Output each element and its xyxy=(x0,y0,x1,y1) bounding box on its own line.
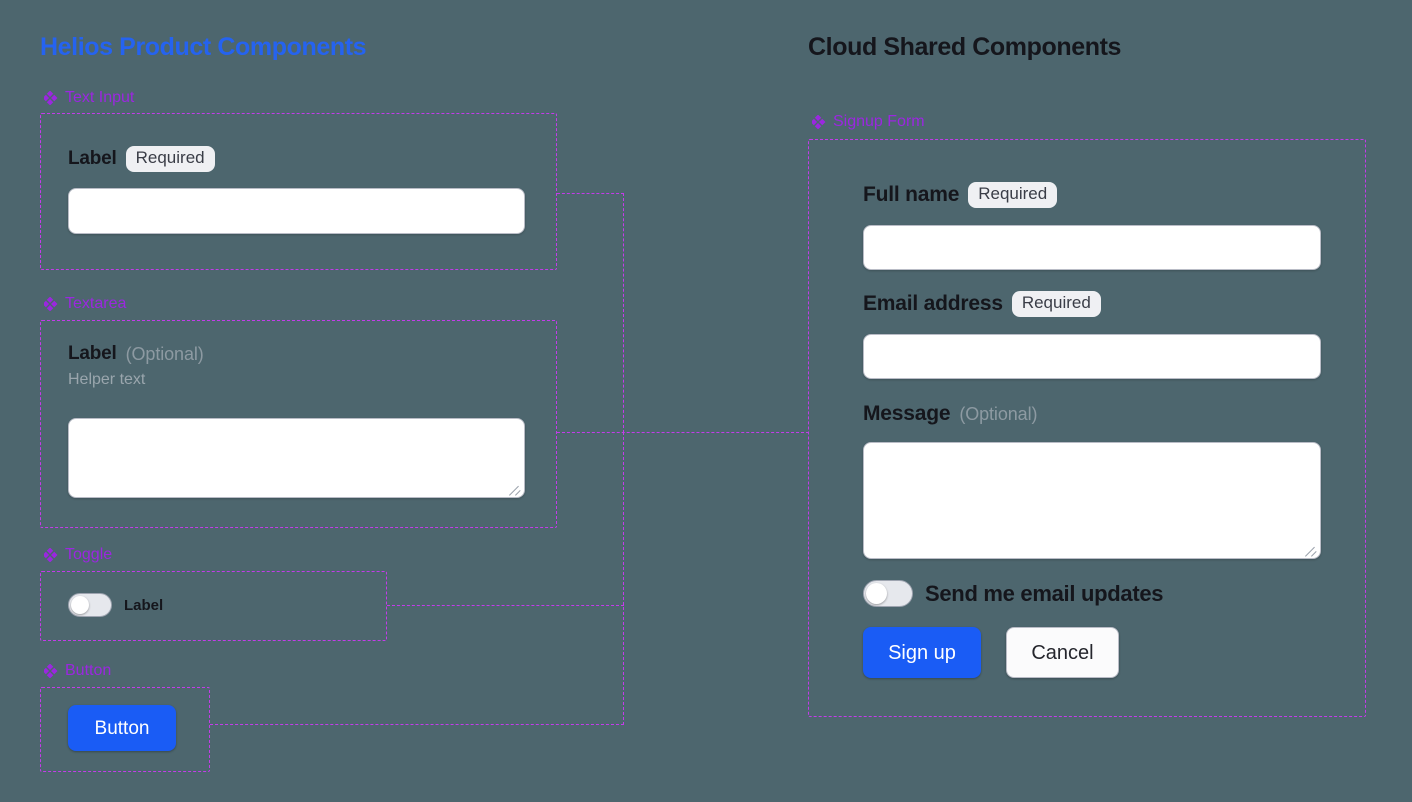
text-input-required-badge: Required xyxy=(125,146,215,172)
section-label-text: Signup Form xyxy=(833,113,925,130)
textarea-label-row: Label (Optional) Helper text xyxy=(68,343,204,389)
connector-text-input-h xyxy=(557,193,624,194)
demo-button[interactable]: Button xyxy=(68,705,176,751)
right-column-heading: Cloud Shared Components xyxy=(808,33,1122,61)
toggle-knob xyxy=(71,596,89,614)
inspector-box-signup-form xyxy=(808,139,1366,717)
diamond-cluster-icon xyxy=(44,297,58,311)
textarea-label: Label xyxy=(68,343,117,364)
signup-email-input[interactable] xyxy=(863,334,1321,379)
textarea-field[interactable] xyxy=(68,418,525,498)
section-label-text: Button xyxy=(65,662,112,679)
signup-email-label-row: Email address Required xyxy=(863,291,1101,317)
diamond-cluster-icon xyxy=(44,91,58,105)
textarea-helper-text: Helper text xyxy=(68,371,146,388)
section-label-text: Text Input xyxy=(65,89,135,106)
inspector-box-button xyxy=(40,687,210,772)
connector-text-input-v xyxy=(623,193,624,433)
section-label-text-input[interactable]: Text Input xyxy=(44,89,134,107)
connector-trunk-v xyxy=(623,432,624,725)
signup-message-label: Message xyxy=(863,402,951,425)
signup-fullname-label: Full name xyxy=(863,182,960,206)
text-input-label: Label xyxy=(68,147,117,169)
signup-fullname-label-row: Full name Required xyxy=(863,182,1058,208)
signup-email-updates-label: Send me email updates xyxy=(925,580,1164,606)
signup-submit-button[interactable]: Sign up xyxy=(863,627,981,678)
section-label-text: Textarea xyxy=(65,295,127,312)
left-column-heading: Helios Product Components xyxy=(40,33,367,61)
textarea-optional-tag: (Optional) xyxy=(125,343,204,364)
diamond-cluster-icon xyxy=(44,664,58,678)
signup-fullname-required-badge: Required xyxy=(968,182,1058,208)
inspector-box-text-input xyxy=(40,113,557,270)
connector-textarea-h xyxy=(557,432,809,433)
connector-button-h xyxy=(210,724,624,725)
signup-email-label: Email address xyxy=(863,291,1003,315)
toggle-row[interactable]: Label xyxy=(68,593,163,617)
inspector-box-textarea xyxy=(40,320,557,528)
signup-email-updates-row[interactable]: Send me email updates xyxy=(863,580,1164,607)
connector-toggle-h xyxy=(387,605,624,606)
section-label-text: Toggle xyxy=(65,546,113,563)
signup-cancel-button[interactable]: Cancel xyxy=(1006,627,1119,678)
toggle-label: Label xyxy=(124,596,164,614)
signup-message-optional-tag: (Optional) xyxy=(959,403,1038,424)
section-label-button[interactable]: Button xyxy=(44,662,111,680)
signup-email-updates-knob xyxy=(866,583,887,604)
inspector-box-toggle xyxy=(40,571,387,641)
text-input-field[interactable] xyxy=(68,188,525,234)
signup-email-required-badge: Required xyxy=(1011,291,1101,317)
signup-message-label-row: Message (Optional) xyxy=(863,402,1037,426)
signup-fullname-input[interactable] xyxy=(863,225,1321,270)
section-label-toggle[interactable]: Toggle xyxy=(44,546,112,564)
section-label-textarea[interactable]: Textarea xyxy=(44,295,126,313)
signup-message-textarea[interactable] xyxy=(863,442,1321,559)
signup-email-updates-switch[interactable] xyxy=(863,580,913,607)
toggle-switch[interactable] xyxy=(68,593,112,617)
section-label-signup-form[interactable]: Signup Form xyxy=(812,113,925,131)
diamond-cluster-icon xyxy=(44,548,58,562)
text-input-label-row: Label Required xyxy=(68,146,215,172)
diamond-cluster-icon xyxy=(812,115,826,129)
